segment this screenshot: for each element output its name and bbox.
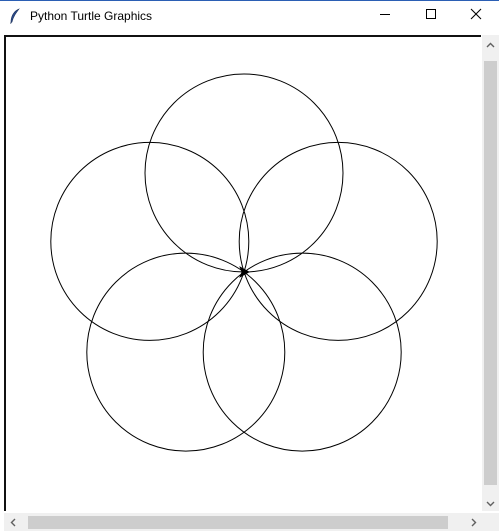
maximize-icon (425, 7, 437, 25)
drawn-circle (144, 73, 344, 273)
chevron-down-icon (486, 494, 495, 512)
drawn-circle (238, 141, 438, 341)
vertical-scroll-thumb[interactable] (484, 61, 497, 485)
scroll-up-button[interactable] (482, 35, 499, 52)
drawn-circle (202, 252, 402, 452)
title-bar[interactable]: Python Turtle Graphics (0, 1, 499, 32)
chevron-up-icon (486, 35, 495, 53)
scrollbar-corner (482, 513, 499, 531)
drawn-circle (86, 252, 286, 452)
feather-icon (8, 8, 22, 24)
scroll-left-button[interactable] (4, 513, 21, 531)
chevron-right-icon (471, 514, 477, 531)
vertical-scrollbar[interactable] (482, 35, 499, 511)
scroll-right-button[interactable] (465, 513, 482, 531)
scroll-down-button[interactable] (482, 494, 499, 511)
chevron-left-icon (10, 514, 16, 531)
close-icon (470, 7, 482, 25)
close-button[interactable] (453, 1, 499, 31)
minimize-icon (379, 7, 391, 25)
drawn-circle (50, 141, 250, 341)
turtle-canvas[interactable] (4, 35, 481, 511)
horizontal-scroll-thumb[interactable] (28, 516, 448, 529)
turtle-cursor-icon (239, 266, 250, 278)
maximize-button[interactable] (408, 1, 454, 31)
turtle-drawing (50, 73, 438, 452)
horizontal-scrollbar[interactable] (4, 513, 482, 531)
minimize-button[interactable] (362, 1, 408, 31)
window-title: Python Turtle Graphics (30, 9, 153, 23)
